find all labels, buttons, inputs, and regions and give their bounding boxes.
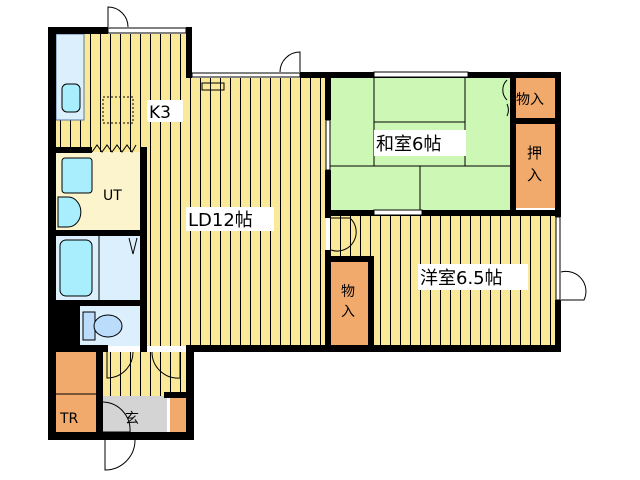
door[interactable] [560,270,587,301]
closet-top [515,78,555,118]
door[interactable] [107,6,129,28]
door[interactable] [151,351,181,379]
room-label-kitchen: K3 [149,103,171,123]
room-label-ld: LD12帖 [188,210,253,231]
shoe-box [170,398,187,432]
bathtub-icon [59,239,93,297]
room-label-tr: TR [59,411,79,427]
door[interactable] [102,401,131,433]
oshiire-label: 入 [527,166,542,184]
genkan-floor [103,396,167,432]
washbasin-icon [57,196,82,228]
room-label-washitsu: 和室6帖 [376,134,441,155]
door[interactable] [502,79,509,117]
door[interactable] [330,217,357,252]
toilet-tank-icon [82,311,96,341]
window [325,119,331,171]
window [373,209,423,216]
door[interactable] [106,351,134,379]
closet-label: 物 [341,284,355,300]
door[interactable] [279,51,301,73]
closet-side [330,262,368,346]
washing-machine-icon [61,157,93,194]
window [373,71,469,78]
room-label-entrance: 玄 [125,410,139,427]
walls [48,27,561,440]
window [107,27,187,34]
sink-icon [61,83,81,113]
toilet-icon [93,314,123,338]
closet-label: 入 [341,304,355,320]
window [555,216,561,301]
closet-label: 物入 [516,92,544,108]
storage-tr [56,352,96,432]
window [191,72,301,78]
room-label-ut: UT [103,188,122,204]
room-label-youshitsu: 洋室6.5帖 [420,268,503,289]
front-door[interactable] [104,439,136,471]
oshiire-label: 押 [527,144,542,162]
entry-hall-floor [103,352,187,396]
oshiire [515,124,555,208]
